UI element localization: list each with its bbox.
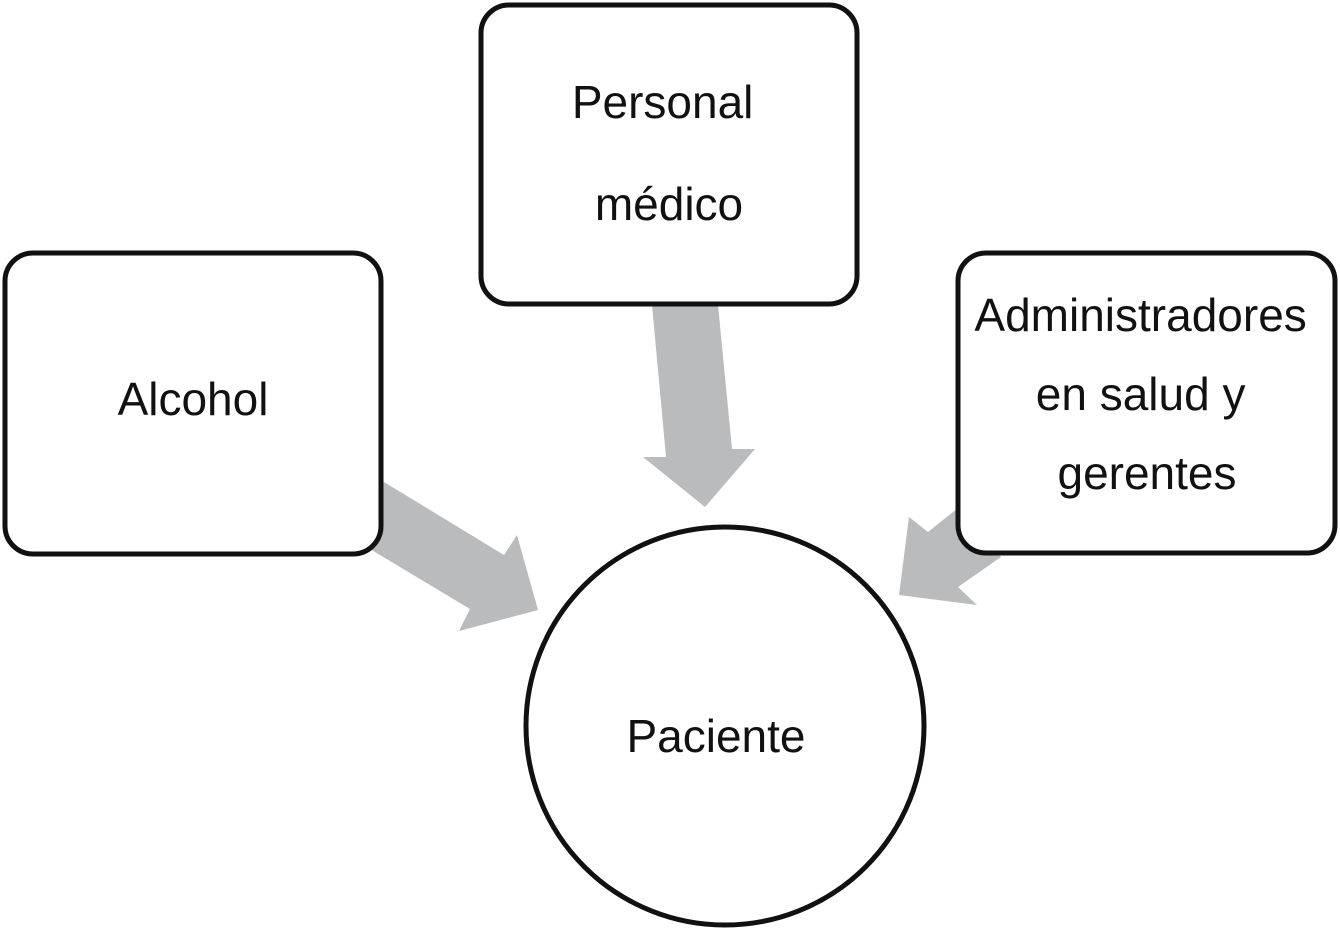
node-paciente: Paciente xyxy=(523,524,927,928)
node-administradores-box xyxy=(955,250,1338,556)
node-personal-medico: Personal médico xyxy=(478,2,860,307)
arrow-personal-medico-to-paciente xyxy=(643,305,755,507)
node-administradores: Administradores en salud y gerentes xyxy=(955,250,1338,556)
node-alcohol-label: Alcohol xyxy=(118,373,269,425)
arrow-alcohol-to-paciente xyxy=(350,482,538,631)
node-alcohol-box xyxy=(2,250,384,557)
node-personal-medico-label: Personal médico xyxy=(572,76,766,230)
node-administradores-label: Administradores en salud y gerentes xyxy=(974,289,1319,499)
node-alcohol: Alcohol xyxy=(2,250,384,557)
node-personal-medico-line-1: Personal xyxy=(572,76,754,128)
node-administradores-line-3: gerentes xyxy=(1057,447,1236,499)
node-paciente-label: Paciente xyxy=(626,710,805,762)
node-paciente-circle xyxy=(523,524,927,928)
node-administradores-line-2: en salud y xyxy=(1036,368,1246,420)
node-administradores-line-1: Administradores xyxy=(974,289,1306,341)
node-paciente-line-1: Paciente xyxy=(626,710,805,762)
node-personal-medico-box xyxy=(478,2,860,307)
node-alcohol-line-1: Alcohol xyxy=(118,373,269,425)
node-personal-medico-line-2: médico xyxy=(595,178,743,230)
